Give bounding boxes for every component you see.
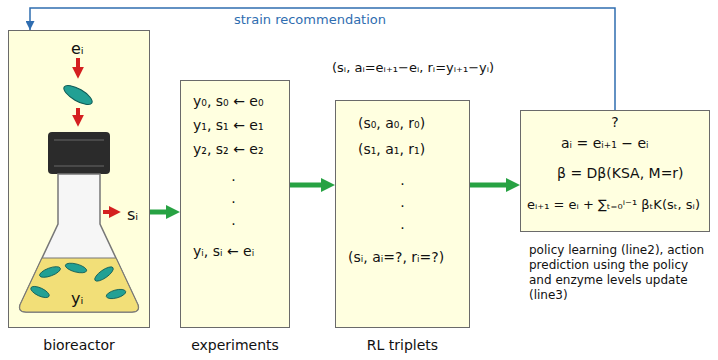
flow-arrow [290,183,327,188]
node-text: sᵢ [127,205,138,225]
box-caption: experiments [191,337,279,355]
bioreactor-box: eᵢsᵢyᵢbioreactor [8,30,150,328]
node-text: yᵢ, sᵢ ← eᵢ [193,243,254,261]
node-text: (sᵢ, aᵢ=?, rᵢ=?) [348,249,444,267]
process-box: (s₀, a₀, r₀) (s₁, a₁, r₁) . . . (sᵢ, aᵢ=?, … [335,100,470,328]
box-caption: policy learning (line2), action predicti… [529,243,705,303]
culture-liquid [20,258,139,312]
red-arrow [76,58,80,74]
flow-arrow [150,210,172,215]
node-text: . . . [229,165,238,231]
process-box: y₀, s₀ ← e₀ y₁, s₁ ← e₁ y₂, s₂ ← e₂ . . . yᵢ… [180,80,290,328]
panel-ground [8,30,150,328]
process-box: ? aᵢ = eᵢ₊₁ − eᵢ β = Dβ(KSA, M=r) eᵢ₊₁ = eᵢ… [520,110,710,232]
flow-arrow [470,183,512,188]
box-caption: RL triplets [367,337,438,355]
box-caption: bioreactor [43,337,115,355]
node-text: (s₁, a₁, r₁) [358,141,425,159]
node-text: β = Dβ(KSA, M=r) [557,165,684,183]
bacterium [61,82,95,108]
feedback-arrow [30,8,615,110]
node-text: eᵢ₊₁ = eᵢ + ∑ₜ₌₀ⁱ⁻¹ βₜK(sₜ, sᵢ) [527,197,700,213]
flask [20,174,139,312]
red-arrow [76,108,80,122]
node-text: (s₀, a₀, r₀) [358,115,425,133]
node-text: aᵢ = eᵢ₊₁ − eᵢ [561,135,649,153]
node-text: yᵢ [71,289,83,309]
edge-label: strain recommendation [232,12,388,27]
node-text: . . . [398,169,407,235]
node-text: eᵢ [71,39,84,59]
flask-cap [48,132,110,174]
node-text: ? [611,114,618,132]
node-text: y₂, s₂ ← e₂ [193,141,264,159]
red-arrow [103,210,116,214]
node-text: y₀, s₀ ← e₀ [193,93,264,111]
formula-label: (sᵢ, aᵢ=eᵢ₊₁−eᵢ, rᵢ=yᵢ₊₁−yᵢ) [332,60,494,75]
node-text: y₁, s₁ ← e₁ [193,117,264,135]
